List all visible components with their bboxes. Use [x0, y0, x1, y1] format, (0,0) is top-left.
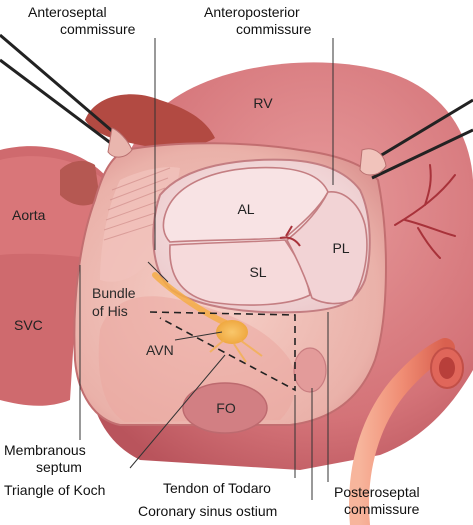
- label-bundle-line2: of His: [92, 303, 128, 319]
- label-triangle-koch: Triangle of Koch: [4, 482, 105, 498]
- triangle-of-koch: [149, 311, 296, 392]
- label-sl: SL: [249, 264, 266, 280]
- valve-center-mark: [279, 225, 301, 247]
- label-avn: AVN: [146, 342, 174, 358]
- label-anteroposterior-line1: Anteroposterior: [204, 4, 300, 20]
- label-svc: SVC: [14, 317, 43, 333]
- retractor-right-icon: [359, 98, 473, 180]
- chordae-texture: [103, 167, 171, 241]
- fossa-ovalis: [182, 382, 268, 434]
- label-rv: RV: [253, 95, 273, 111]
- label-posteroseptal-line1: Posteroseptal: [334, 484, 420, 500]
- label-bundle-line1: Bundle: [92, 285, 136, 301]
- label-al: AL: [237, 201, 254, 217]
- label-pl: PL: [332, 240, 349, 256]
- coronary-vessel: [394, 164, 456, 259]
- leader-triangle-koch: [129, 354, 226, 469]
- label-membranous-line1: Membranous: [4, 442, 86, 458]
- leaflet-al: [162, 166, 329, 243]
- label-anteroseptal-line1: Anteroseptal: [28, 4, 107, 20]
- leaflet-pl: [285, 191, 368, 305]
- av-node: [216, 320, 248, 344]
- label-tendon-todaro: Tendon of Todaro: [163, 480, 271, 496]
- leaflet-sl: [169, 239, 311, 306]
- label-membranous-line2: septum: [36, 459, 82, 475]
- label-anteroseptal-line2: commissure: [60, 21, 136, 37]
- label-posteroseptal-line2: commissure: [344, 501, 420, 517]
- label-fo: FO: [216, 400, 236, 416]
- label-aorta: Aorta: [12, 207, 46, 223]
- label-anteroposterior-line2: commissure: [236, 21, 312, 37]
- coronary-sinus-tube: [349, 338, 455, 525]
- label-coronary-sinus: Coronary sinus ostium: [138, 503, 277, 519]
- leader-avn: [174, 331, 223, 341]
- coronary-sinus-ostium: [293, 347, 327, 393]
- av-node-fibers: [209, 339, 263, 363]
- retractor-left-icon: [0, 33, 133, 158]
- leader-bundle-his: [147, 261, 169, 283]
- aortic-tissue-2: [60, 160, 100, 206]
